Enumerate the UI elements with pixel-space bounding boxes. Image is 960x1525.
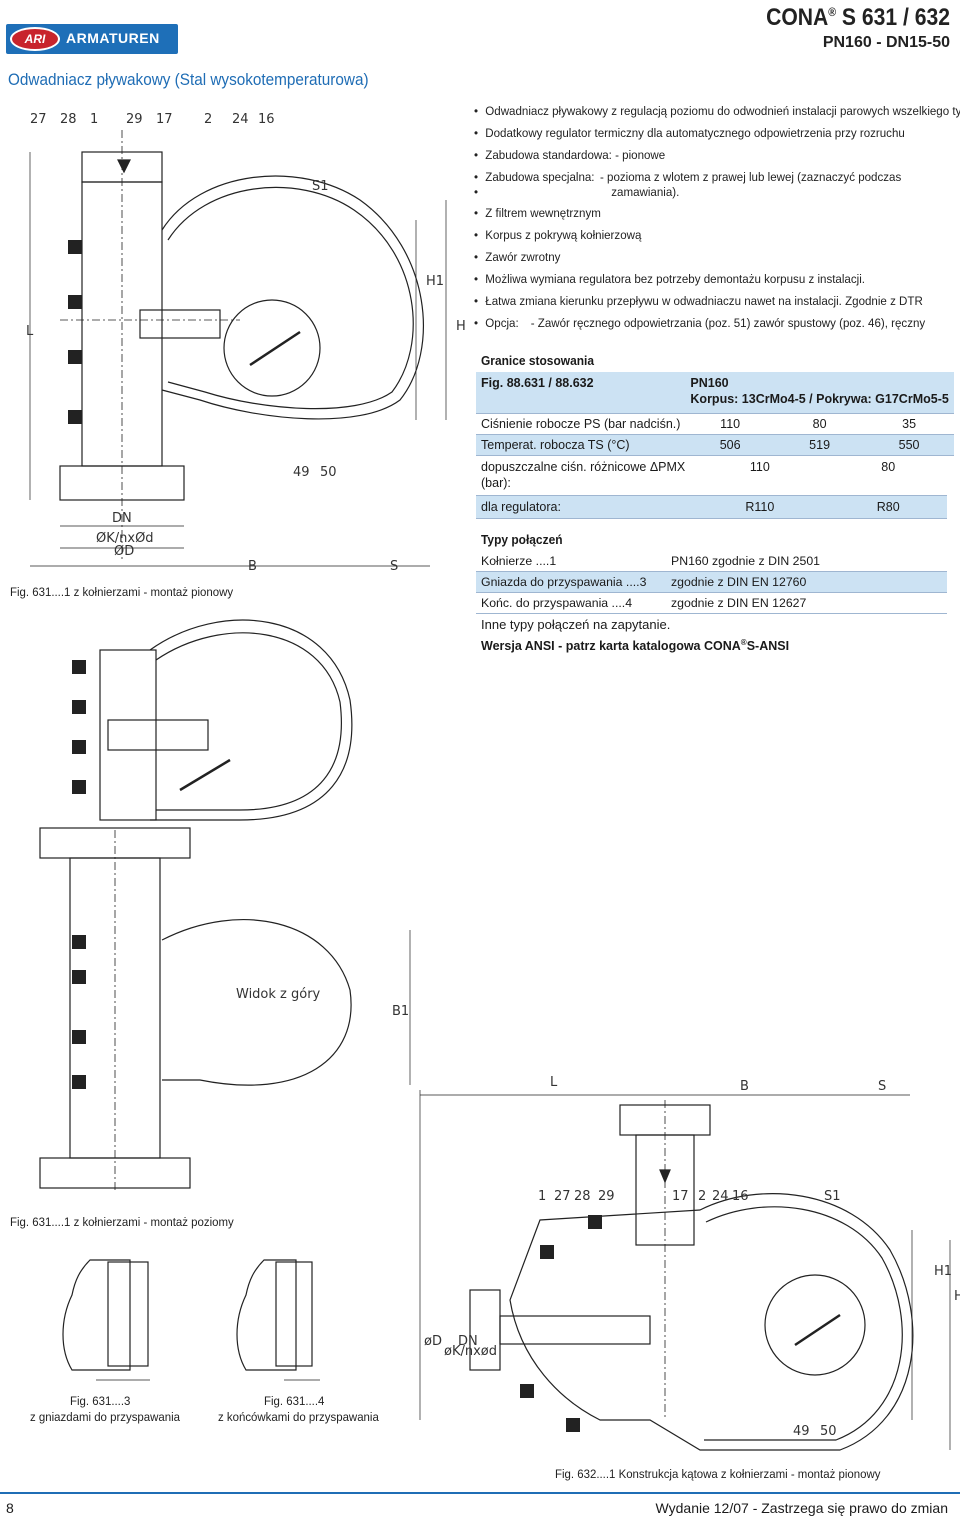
svg-text:28: 28 — [60, 112, 77, 127]
footer-text: Wydanie 12/07 - Zastrzega się prawo do z… — [655, 1500, 948, 1516]
product-subtitle: PN160 - DN15-50 — [822, 34, 950, 51]
feature-item: Łatwa zmiana kierunku przepływu w odwadn… — [474, 294, 925, 308]
svg-text:49: 49 — [293, 465, 310, 480]
svg-text:1: 1 — [538, 1189, 546, 1204]
logo-mark: ARI — [12, 29, 58, 49]
feature-item: Z filtrem wewnętrznym — [474, 206, 925, 220]
svg-text:S1: S1 — [312, 179, 329, 194]
svg-text:29: 29 — [126, 112, 143, 127]
feature-item: Korpus z pokrywą kołnierzową — [474, 228, 925, 242]
caption-fig632: Fig. 632....1 Konstrukcja kątowa z kołni… — [555, 1467, 881, 1481]
svg-text:S: S — [390, 559, 398, 574]
feature-item: Możliwa wymiana regulatora bez potrzeby … — [474, 272, 925, 286]
feature-list: Odwadniacz pływakowy z regulacją poziomu… — [474, 104, 960, 338]
logo-text: ARMATUREN — [66, 30, 160, 46]
caption-fig4-a: Fig. 631....4 — [264, 1394, 325, 1408]
limits-row-label: Temperat. robocza TS (°C) — [476, 434, 686, 456]
svg-text:27: 27 — [554, 1189, 571, 1204]
svg-text:24: 24 — [232, 112, 249, 127]
svg-text:S1: S1 — [824, 1189, 841, 1204]
limits-row-label: Ciśnienie robocze PS (bar nadciśn.) — [476, 413, 686, 435]
svg-text:L: L — [26, 324, 34, 339]
svg-text:S: S — [878, 1079, 886, 1094]
svg-text:16: 16 — [732, 1189, 749, 1204]
svg-text:27: 27 — [30, 112, 47, 127]
drawing-angle-design — [419, 1090, 951, 1451]
product-title: CONA® S 631 / 632 — [766, 4, 950, 31]
other-connections-note: Inne typy połączeń na zapytanie. — [481, 617, 671, 632]
drawing-socket-weld — [62, 1259, 150, 1381]
svg-text:Widok z góry: Widok z góry — [236, 987, 321, 1002]
drawing-vertical-mount — [29, 130, 447, 567]
feature-item-option: Opcja:- Zawór ręcznego odpowietrzania (p… — [474, 316, 925, 330]
svg-text:L: L — [550, 1075, 558, 1090]
feature-item: Zabudowa standardowa: - pionowe — [474, 148, 925, 162]
svg-text:17: 17 — [672, 1189, 689, 1204]
svg-text:16: 16 — [258, 112, 275, 127]
limits-pn: PN160 — [690, 376, 729, 390]
svg-text:DN: DN — [112, 511, 132, 526]
svg-text:H: H — [456, 319, 466, 334]
svg-text:H1: H1 — [934, 1264, 952, 1279]
limits-material: Korpus: 13CrMo4-5 / Pokrywa: G17CrMo5-5 — [690, 392, 949, 406]
svg-text:DN: DN — [458, 1334, 478, 1349]
feature-item: Zawór zwrotny — [474, 250, 925, 264]
svg-text:50: 50 — [820, 1424, 837, 1439]
limits-heading: Granice stosowania — [481, 353, 595, 368]
footer-divider — [0, 1492, 960, 1494]
feature-item-special-cont: zamawiania). — [474, 185, 925, 199]
drawing-horizontal-mount — [39, 619, 411, 1190]
svg-text:2: 2 — [698, 1189, 706, 1204]
svg-text:H: H — [954, 1289, 960, 1304]
technical-drawings: 27 28 1 29 17 2 24 16 49 50 L H H1 S1 DN… — [26, 112, 960, 1451]
svg-text:B: B — [248, 559, 257, 574]
svg-text:24: 24 — [712, 1189, 729, 1204]
svg-text:øD: øD — [424, 1334, 442, 1349]
svg-text:49: 49 — [793, 1424, 810, 1439]
svg-text:H1: H1 — [426, 274, 444, 289]
caption-fig2: Fig. 631....1 z kołnierzami - montaż poz… — [10, 1215, 234, 1229]
svg-text:B: B — [740, 1079, 749, 1094]
caption-fig3-a: Fig. 631....3 — [70, 1394, 131, 1408]
feature-item: Odwadniacz pływakowy z regulacją poziomu… — [474, 104, 960, 118]
svg-text:ØD: ØD — [114, 544, 134, 559]
svg-text:ØK/nxØd: ØK/nxØd — [96, 531, 154, 546]
page-number: 8 — [6, 1500, 14, 1516]
svg-text:B1: B1 — [392, 1004, 409, 1019]
svg-text:50: 50 — [320, 465, 337, 480]
svg-text:29: 29 — [598, 1189, 615, 1204]
svg-text:2: 2 — [204, 112, 212, 127]
limits-fig: Fig. 88.631 / 88.632 — [476, 372, 686, 414]
caption-fig4-b: z końcówkami do przyspawania — [218, 1410, 379, 1424]
dpmx-table: dopuszczalne ciśn. różnicowe ΔPMX(bar): … — [476, 459, 947, 519]
caption-fig3-b: z gniazdami do przyspawania — [30, 1410, 181, 1424]
section-title: Odwadniacz pływakowy (Stal wysokotempera… — [8, 70, 369, 89]
svg-text:1: 1 — [90, 112, 98, 127]
drawing-butt-weld — [236, 1259, 320, 1381]
ansi-note: Wersja ANSI - patrz karta katalogowa CON… — [481, 638, 790, 654]
caption-fig1: Fig. 631....1 z kołnierzami - montaż pio… — [10, 585, 234, 599]
feature-item: Dodatkowy regulator termiczny dla automa… — [474, 126, 925, 140]
svg-text:28: 28 — [574, 1189, 591, 1204]
ari-logo: ARI ARMATUREN — [6, 24, 178, 54]
svg-text:øK/nxød: øK/nxød — [444, 1344, 497, 1359]
connections-heading: Typy połączeń — [481, 532, 563, 547]
feature-item-special: Zabudowa specjalna:- pozioma z wlotem z … — [474, 170, 925, 184]
svg-text:17: 17 — [156, 112, 173, 127]
